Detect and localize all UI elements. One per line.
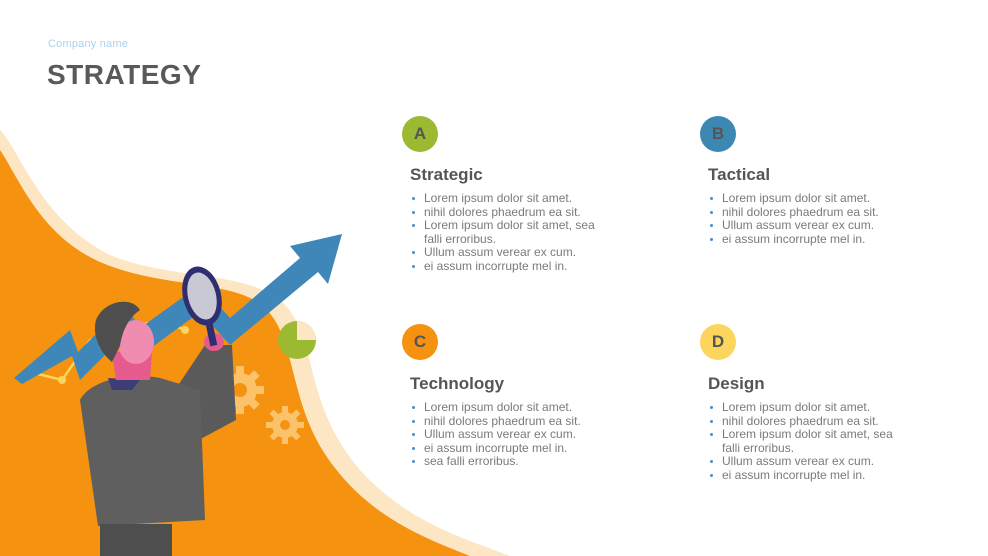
badge-d: D — [700, 324, 736, 360]
list-item: nihil dolores phaedrum ea sit. — [410, 205, 615, 220]
block-list-design: Lorem ipsum dolor sit amet. nihil dolore… — [708, 400, 913, 483]
list-item: ei assum incorrupte mel in. — [410, 441, 615, 456]
block-list-strategic: Lorem ipsum dolor sit amet. nihil dolore… — [410, 191, 615, 274]
list-item: ei assum incorrupte mel in. — [708, 232, 913, 247]
block-title-design: Design — [708, 374, 765, 393]
list-item: nihil dolores phaedrum ea sit. — [708, 205, 913, 220]
trend-arrow-icon — [14, 234, 342, 384]
block-title-technology: Technology — [410, 374, 505, 393]
magnifier-icon — [182, 266, 222, 347]
badge-a: A — [402, 116, 438, 152]
block-list-tactical: Lorem ipsum dolor sit amet. nihil dolore… — [708, 191, 913, 247]
block-title-tactical: Tactical — [708, 165, 771, 184]
list-item: Ullum assum verear ex cum. — [410, 427, 615, 442]
list-item: Lorem ipsum dolor sit amet. — [708, 191, 913, 206]
list-item: Lorem ipsum dolor sit amet, sea falli er… — [708, 427, 913, 455]
company-name: Company name — [48, 38, 129, 50]
list-item: ei assum incorrupte mel in. — [410, 259, 615, 274]
list-item: nihil dolores phaedrum ea sit. — [410, 414, 615, 429]
badge-b: B — [700, 116, 736, 152]
block-list-technology: Lorem ipsum dolor sit amet. nihil dolore… — [410, 400, 615, 469]
page-title: STRATEGY — [47, 59, 202, 90]
pie-chart-icon — [278, 321, 316, 359]
gear-icon — [266, 406, 304, 444]
badge-c: C — [402, 324, 438, 360]
list-item: Lorem ipsum dolor sit amet. — [410, 191, 615, 206]
list-item: Lorem ipsum dolor sit amet. — [410, 400, 615, 415]
list-item: ei assum incorrupte mel in. — [708, 468, 913, 483]
list-item: Ullum assum verear ex cum. — [410, 245, 615, 260]
list-item: Lorem ipsum dolor sit amet. — [708, 400, 913, 415]
list-item: Lorem ipsum dolor sit amet, sea falli er… — [410, 218, 615, 246]
list-item: Ullum assum verear ex cum. — [708, 454, 913, 469]
list-item: Ullum assum verear ex cum. — [708, 218, 913, 233]
list-item: sea falli erroribus. — [410, 454, 615, 469]
businessman-figure — [80, 301, 236, 556]
list-item: nihil dolores phaedrum ea sit. — [708, 414, 913, 429]
block-title-strategic: Strategic — [410, 165, 483, 184]
